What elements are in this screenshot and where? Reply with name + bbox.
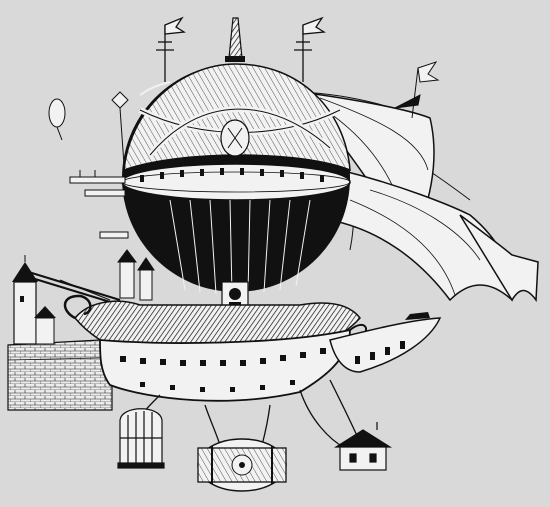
barrel <box>197 438 287 492</box>
ship-prow <box>329 312 442 373</box>
balloon-cage <box>169 199 311 295</box>
mast-right <box>294 16 326 82</box>
lower-sail <box>329 169 539 303</box>
birdcage <box>117 408 165 469</box>
mast-left <box>156 16 186 82</box>
pennant-right <box>394 61 440 119</box>
gallery-left <box>69 170 129 239</box>
ship-hull <box>63 294 368 402</box>
small-tower <box>117 249 155 301</box>
top-spire <box>225 17 245 62</box>
balloon-envelope <box>121 63 351 292</box>
hanging-house <box>333 422 393 471</box>
boarding-boom <box>21 269 121 306</box>
kite-left <box>48 91 129 166</box>
